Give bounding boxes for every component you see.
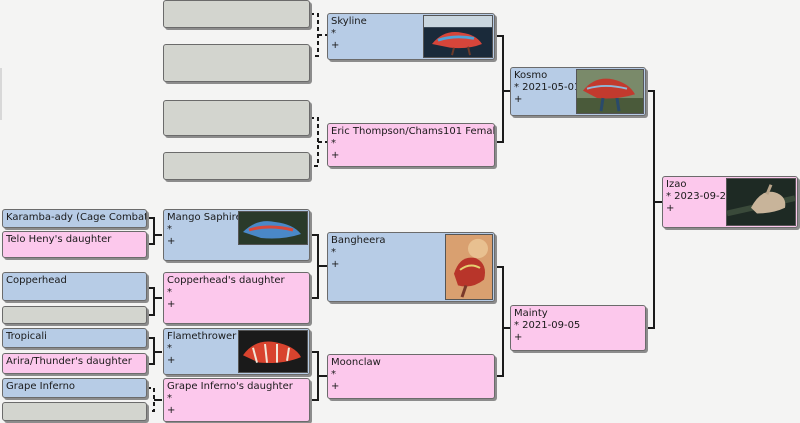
animal-name: Flamethrower [167, 331, 237, 342]
birth-date: * [167, 343, 172, 354]
ancestor-card-telo-henys-daughter[interactable]: Telo Heny's daughter [2, 231, 147, 258]
birth-date: * [331, 138, 336, 149]
ancestor-card-tropicali[interactable]: Tropicali [2, 328, 147, 348]
animal-name: Grape Inferno [6, 381, 76, 392]
animal-name: Tropicali [6, 331, 47, 342]
animal-photo[interactable] [238, 330, 308, 373]
animal-name: Telo Heny's daughter [6, 234, 112, 245]
empty-ancestor-slot[interactable] [163, 100, 310, 136]
death-date: + [167, 355, 176, 366]
death-date: + [167, 299, 176, 310]
ancestor-card-mango-saphire[interactable]: Mango Saphire * + [163, 209, 310, 261]
ancestor-card-copperhead[interactable]: Copperhead [2, 272, 147, 301]
death-date: + [331, 381, 340, 392]
ancestor-card-flamethrower[interactable]: Flamethrower * + [163, 328, 310, 375]
death-date: + [167, 236, 176, 247]
birth-date: * [167, 224, 172, 235]
animal-photo[interactable] [238, 211, 308, 245]
death-date: + [666, 203, 675, 214]
animal-photo[interactable] [726, 178, 796, 226]
ancestor-card-karamba-ady[interactable]: Karamba-ady (Cage Combat) [2, 209, 147, 228]
animal-name: Mango Saphire [167, 212, 242, 223]
death-date: + [167, 405, 176, 416]
animal-name: Karamba-ady (Cage Combat) [6, 212, 147, 223]
ancestor-card-bangheera[interactable]: Bangheera * + [327, 232, 495, 302]
death-date: + [514, 332, 523, 343]
empty-ancestor-slot[interactable] [163, 152, 310, 180]
ancestor-card-skyline[interactable]: Skyline * + [327, 13, 495, 60]
birth-date: * [331, 369, 336, 380]
ancestor-card-eric-thompson-female[interactable]: Eric Thompson/Chams101 Female * + [327, 123, 495, 167]
empty-ancestor-slot[interactable] [2, 402, 147, 421]
ancestor-card-grape-inferno[interactable]: Grape Inferno [2, 378, 147, 398]
empty-ancestor-slot[interactable] [163, 0, 310, 28]
animal-name: Moonclaw [331, 357, 381, 368]
ancestor-card-arira-thunders-daughter[interactable]: Arira/Thunder's daughter [2, 353, 147, 374]
animal-name: Skyline [331, 16, 367, 27]
animal-name: Copperhead [6, 275, 67, 286]
left-edge-marker [0, 68, 2, 120]
empty-ancestor-slot[interactable] [163, 44, 310, 82]
animal-name: Arira/Thunder's daughter [6, 356, 132, 367]
empty-ancestor-slot[interactable] [2, 306, 147, 324]
subject-card-izao[interactable]: Izao * 2023-09-27 + [662, 176, 798, 228]
ancestor-card-kosmo[interactable]: Kosmo * 2021-05-01 + [510, 67, 646, 116]
ancestor-card-grape-infernos-daughter[interactable]: Grape Inferno's daughter * + [163, 378, 310, 422]
death-date: + [331, 150, 340, 161]
birth-date: * 2021-09-05 [514, 320, 581, 331]
animal-name: Izao [666, 179, 687, 190]
animal-name: Eric Thompson/Chams101 Female [331, 126, 495, 137]
animal-name: Grape Inferno's daughter [167, 381, 293, 392]
animal-photo[interactable] [423, 15, 493, 58]
animal-name: Mainty [514, 308, 548, 319]
death-date: + [331, 40, 340, 51]
animal-name: Copperhead's daughter [167, 275, 285, 286]
birth-date: * 2021-05-01 [514, 82, 581, 93]
animal-name: Bangheera [331, 235, 386, 246]
birth-date: * [331, 28, 336, 39]
ancestor-card-moonclaw[interactable]: Moonclaw * + [327, 354, 495, 399]
ancestor-card-copperheads-daughter[interactable]: Copperhead's daughter * + [163, 272, 310, 324]
ancestor-card-mainty[interactable]: Mainty * 2021-09-05 + [510, 305, 646, 351]
animal-photo[interactable] [576, 69, 644, 114]
death-date: + [514, 94, 523, 105]
birth-date: * 2023-09-27 [666, 191, 733, 202]
death-date: + [331, 259, 340, 270]
birth-date: * [167, 393, 172, 404]
animal-photo[interactable] [445, 234, 493, 300]
animal-name: Kosmo [514, 70, 548, 81]
birth-date: * [167, 287, 172, 298]
birth-date: * [331, 247, 336, 258]
